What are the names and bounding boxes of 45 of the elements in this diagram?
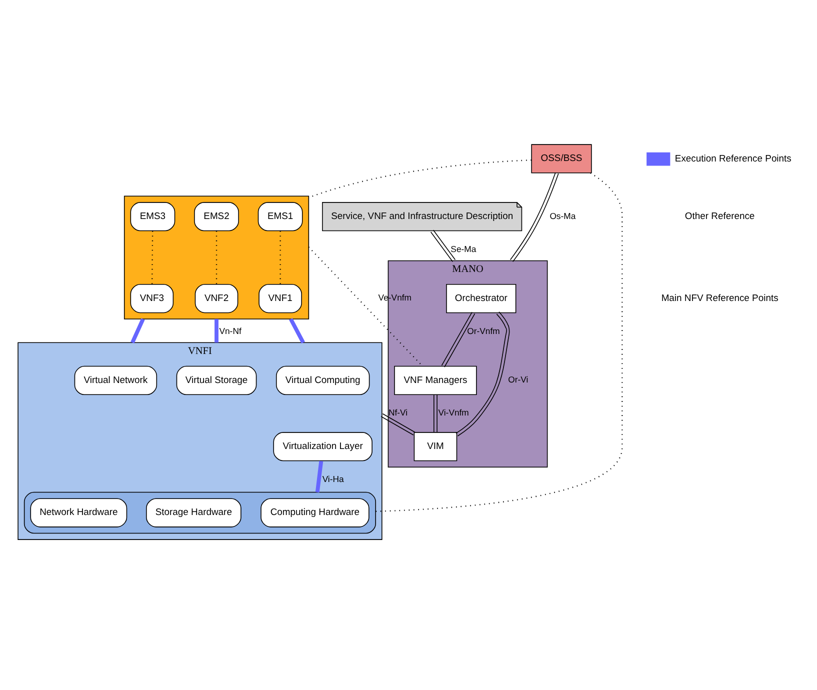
node-box: Storage Hardware [146,498,242,528]
node-box: Computing Hardware [260,498,370,528]
node-box: Virtual Network [74,366,158,396]
node-box: VIM [414,432,458,462]
connector [430,230,456,262]
node-box: VNF1 [258,284,302,314]
node-box: EMS2 [194,202,239,232]
edge-label: Nf-Vi [388,408,408,418]
connector [130,318,145,344]
cluster [24,492,376,534]
connector [308,246,424,367]
legend-label: Main NFV Reference Points [661,292,778,304]
node-box: OSS/BSS [531,144,592,174]
node-box: VNF3 [130,284,174,314]
edge-label: Or-Vi [508,374,528,385]
node-box: VNF2 [194,284,238,314]
edge-label: Or-Vnfm [467,326,500,336]
node-box: EMS1 [258,202,303,232]
node-box: Virtual Computing [276,366,370,396]
connector [151,231,154,284]
node-box: EMS3 [130,202,176,232]
edge-label: Vi-Vnfm [438,408,469,418]
connector [441,312,476,368]
connector [216,231,218,284]
legend-label: Execution Reference Points [674,154,792,165]
connector [380,413,416,436]
legend-label: Other Reference [684,211,755,222]
connector [315,460,324,493]
connector [434,394,438,433]
connector [376,172,623,512]
connector [510,172,559,262]
edge-label: Se-Ma [450,244,476,254]
edge-label: Os-Ma [550,210,576,221]
connector [214,319,218,343]
edge-label: Vi-Ha [322,474,344,484]
node-box: VNF Managers [394,366,477,396]
connector [288,318,305,344]
connector [456,312,510,436]
node-box: Virtual Storage [176,366,257,396]
edge-label: Vn-Nf [219,326,242,336]
cluster [124,196,310,320]
connector [280,231,281,284]
node-box: Virtualization Layer [273,432,372,462]
node-box: Orchestrator [446,284,516,314]
node-box: Network Hardware [30,498,128,528]
